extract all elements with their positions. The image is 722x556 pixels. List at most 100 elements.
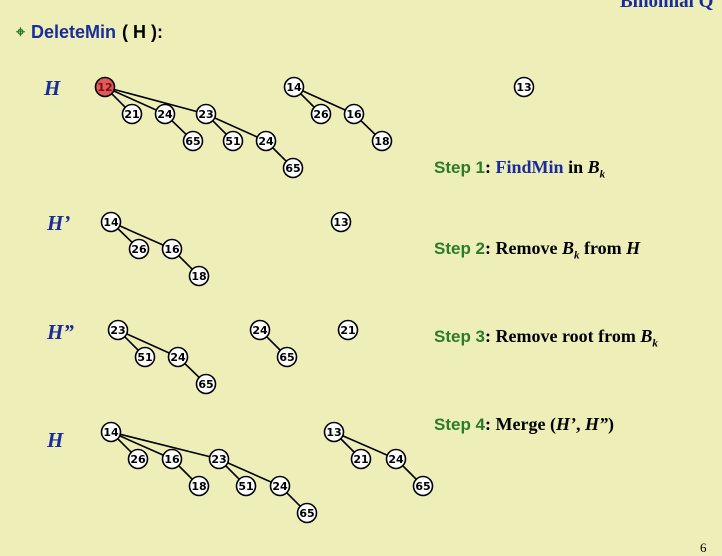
node-value: 21 — [340, 324, 355, 337]
step-2-b: B — [562, 238, 575, 258]
page-number: 6 — [700, 540, 707, 555]
heap-node: 18 — [371, 130, 393, 152]
heap-node: 24 — [269, 475, 291, 497]
node-value: 51 — [238, 480, 253, 493]
step-4-close: ) — [608, 414, 614, 434]
heap-node: 65 — [276, 346, 298, 368]
tree-edge — [205, 113, 267, 142]
step-4-h-prime: H’ — [555, 414, 576, 434]
heap-node: 13 — [323, 421, 345, 443]
node-circle — [107, 319, 129, 341]
heap-node: 13 — [330, 211, 352, 233]
step-4-comma: , — [575, 414, 585, 434]
node-value: 24 — [272, 480, 288, 493]
node-value: 21 — [353, 453, 368, 466]
step-1-k: k — [599, 168, 606, 181]
node-value: 24 — [252, 324, 268, 337]
heap-node: 24 — [167, 346, 189, 368]
node-circle — [412, 475, 434, 497]
step-3-text: : Remove root from — [485, 326, 641, 346]
node-circle — [100, 421, 122, 443]
node-value: 24 — [157, 108, 173, 121]
step-3-k: k — [652, 337, 658, 350]
step-2-label: Step 2 — [434, 239, 486, 258]
node-circle — [128, 238, 150, 260]
heap-node: 24 — [385, 448, 407, 470]
node-value: 13 — [516, 81, 531, 94]
step-1-findmin: FindMin — [495, 157, 564, 177]
node-value: 23 — [211, 453, 226, 466]
row-label-h-prime: H’ — [47, 211, 71, 235]
node-value: 16 — [346, 108, 362, 121]
node-circle — [167, 346, 189, 368]
node-circle — [161, 448, 183, 470]
heap-node: 16 — [161, 448, 183, 470]
step-2-k: k — [574, 249, 580, 262]
heap-node: 21 — [337, 319, 359, 341]
heap-node: 13 — [513, 76, 535, 98]
row-label-h-merged: H — [47, 428, 64, 452]
node-circle — [161, 238, 183, 260]
node-value: 51 — [225, 135, 240, 148]
heap-node: 51 — [235, 475, 257, 497]
crosshair-bullet-icon: ⌖ — [16, 24, 26, 41]
node-value: 13 — [326, 426, 341, 439]
node-circle — [154, 103, 176, 125]
node-value: 12 — [97, 81, 112, 94]
step-3-b: B — [640, 326, 653, 346]
node-value: 24 — [388, 453, 404, 466]
node-value: 65 — [285, 162, 300, 175]
node-value: 13 — [333, 216, 348, 229]
node-value: 24 — [258, 135, 274, 148]
node-circle — [134, 346, 156, 368]
node-circle — [371, 130, 393, 152]
step-2-text-from: from — [579, 238, 627, 258]
heap-node: 23 — [208, 448, 230, 470]
node-value: 14 — [286, 81, 302, 94]
node-value: 65 — [185, 135, 200, 148]
node-circle — [296, 502, 318, 524]
tree-edge — [117, 329, 179, 358]
node-circle — [188, 475, 210, 497]
node-value: 65 — [198, 378, 213, 391]
node-circle — [323, 421, 345, 443]
node-circle — [195, 373, 217, 395]
heap-node: 14 — [100, 211, 122, 233]
step-2: Step 2: Remove Bk from H — [434, 238, 640, 262]
step-1: Step 1: FindMin in Bk — [434, 157, 605, 181]
node-circle — [100, 211, 122, 233]
node-circle — [513, 76, 535, 98]
heap-node: 21 — [350, 448, 372, 470]
node-circle — [330, 211, 352, 233]
node-circle — [94, 76, 116, 98]
node-circle — [283, 76, 305, 98]
step-2-h: H — [626, 238, 641, 258]
node-circle — [235, 475, 257, 497]
node-value: 18 — [191, 270, 206, 283]
step-4-label: Step 4 — [434, 415, 486, 434]
heap-node: 65 — [182, 130, 204, 152]
heap-node: 24 — [255, 130, 277, 152]
step-4: Step 4: Merge (H’, H”) — [434, 414, 614, 435]
node-value: 26 — [130, 453, 146, 466]
heap-node: 65 — [296, 502, 318, 524]
tree-edge — [218, 458, 281, 487]
heap-node: 65 — [412, 475, 434, 497]
node-value: 16 — [164, 453, 180, 466]
node-value: 65 — [279, 351, 294, 364]
step-1-text: : — [485, 157, 496, 177]
node-value: 24 — [170, 351, 186, 364]
step-4-text: : Merge ( — [485, 414, 556, 434]
heap-node: 21 — [121, 103, 143, 125]
tree-edge — [110, 431, 173, 460]
node-circle — [222, 130, 244, 152]
node-value: 18 — [191, 480, 206, 493]
node-circle — [276, 346, 298, 368]
node-value: 21 — [124, 108, 139, 121]
heap-node: 18 — [188, 475, 210, 497]
heap-node: 51 — [134, 346, 156, 368]
node-circle — [182, 130, 204, 152]
heap-node: 14 — [283, 76, 305, 98]
node-value: 14 — [103, 216, 119, 229]
